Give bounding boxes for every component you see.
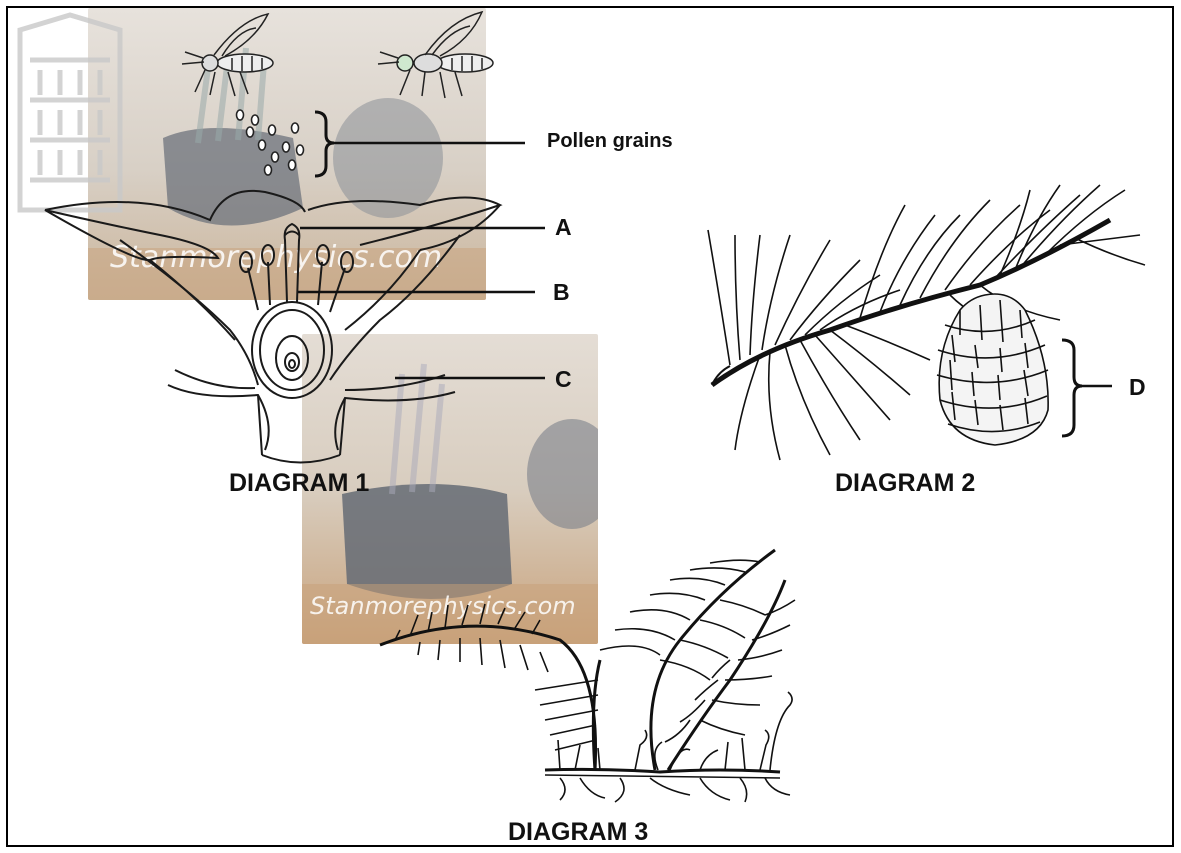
pine-branch-drawing — [708, 185, 1145, 460]
caption-diagram-1: DIAGRAM 1 — [229, 469, 369, 498]
pollen-bracket — [315, 112, 334, 176]
flower-diagram — [45, 191, 500, 463]
bee-icon-right — [378, 12, 493, 98]
label-b: B — [553, 279, 570, 306]
pine-cone-drawing — [937, 294, 1048, 445]
label-c: C — [555, 366, 572, 393]
caption-diagram-2: DIAGRAM 2 — [835, 469, 975, 498]
pollen-grains — [237, 110, 304, 175]
tower-logo-watermark — [20, 15, 120, 210]
cone-bracket — [1062, 340, 1082, 436]
caption-diagram-3: DIAGRAM 3 — [508, 818, 648, 847]
label-pollen-grains: Pollen grains — [547, 130, 673, 153]
fern-drawing — [380, 550, 795, 802]
label-d: D — [1129, 374, 1146, 401]
label-a: A — [555, 214, 572, 241]
bee-icon-left — [182, 14, 273, 96]
